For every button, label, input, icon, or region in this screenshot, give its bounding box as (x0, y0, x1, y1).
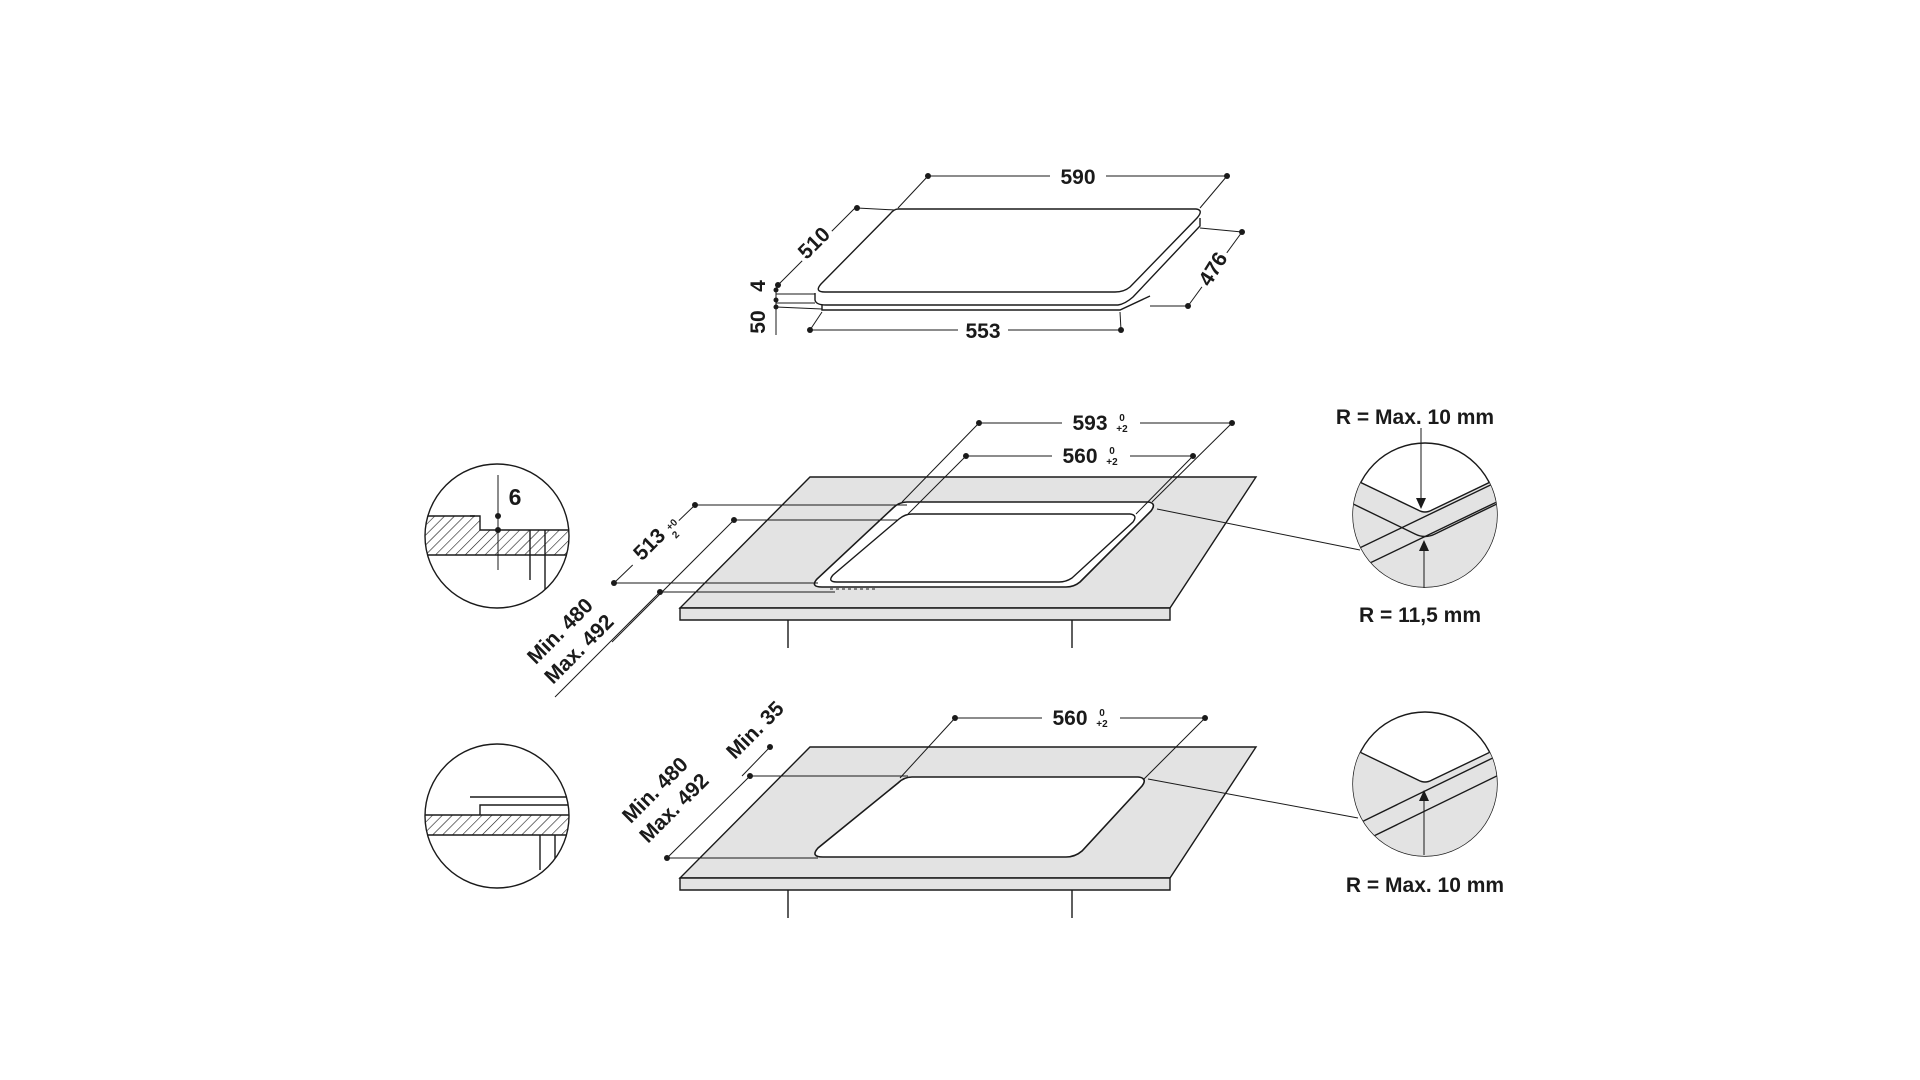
detail-circle-radius-flush: R = Max. 10 mm R = 11,5 mm (1336, 406, 1498, 627)
standard-cut-outline (814, 776, 1146, 858)
svg-text:0: 0 (1099, 708, 1105, 719)
radius-label-max-10-flush: R = Max. 10 mm (1336, 406, 1494, 429)
detail-circle-standard-profile (424, 743, 570, 889)
hob-top-view: 590 510 476 553 4 50 (747, 163, 1245, 343)
worktop-standard-cutout: 560 0 +2 Min. 35 Min. 480 Max. 492 (618, 697, 1359, 918)
dim-label-50: 50 (747, 310, 770, 333)
worktop-flush-cutout: 593 0 +2 560 0 +2 513 +0 2 Min. 480 Max.… (523, 408, 1361, 698)
hob-glass-outline (817, 208, 1201, 293)
detail-circle-rebate: 6 (424, 463, 570, 609)
dim-label-4: 4 (747, 280, 770, 292)
svg-text:+2: +2 (1106, 457, 1118, 468)
flush-cut-outline (830, 513, 1136, 583)
hob-glass-edge (814, 218, 1201, 306)
svg-text:0: 0 (1119, 413, 1125, 424)
radius-label-11-5: R = 11,5 mm (1359, 604, 1481, 627)
svg-text:+2: +2 (1116, 424, 1128, 435)
dim-label-590: 590 (1060, 166, 1095, 189)
dim-label-560-flush: 560 (1062, 445, 1097, 468)
detail-circle-radius-standard: R = Max. 10 mm (1346, 711, 1504, 897)
radius-label-max-10-standard: R = Max. 10 mm (1346, 874, 1504, 897)
dim-label-553: 553 (965, 320, 1000, 343)
dim-label-593: 593 (1072, 412, 1107, 435)
dim-label-min-35: Min. 35 (722, 697, 789, 764)
svg-text:+2: +2 (1096, 719, 1108, 730)
hob-base-outline (821, 295, 1151, 311)
dim-label-560-standard: 560 (1052, 707, 1087, 730)
svg-text:0: 0 (1109, 446, 1115, 457)
dim-label-rebate-6: 6 (509, 484, 522, 510)
